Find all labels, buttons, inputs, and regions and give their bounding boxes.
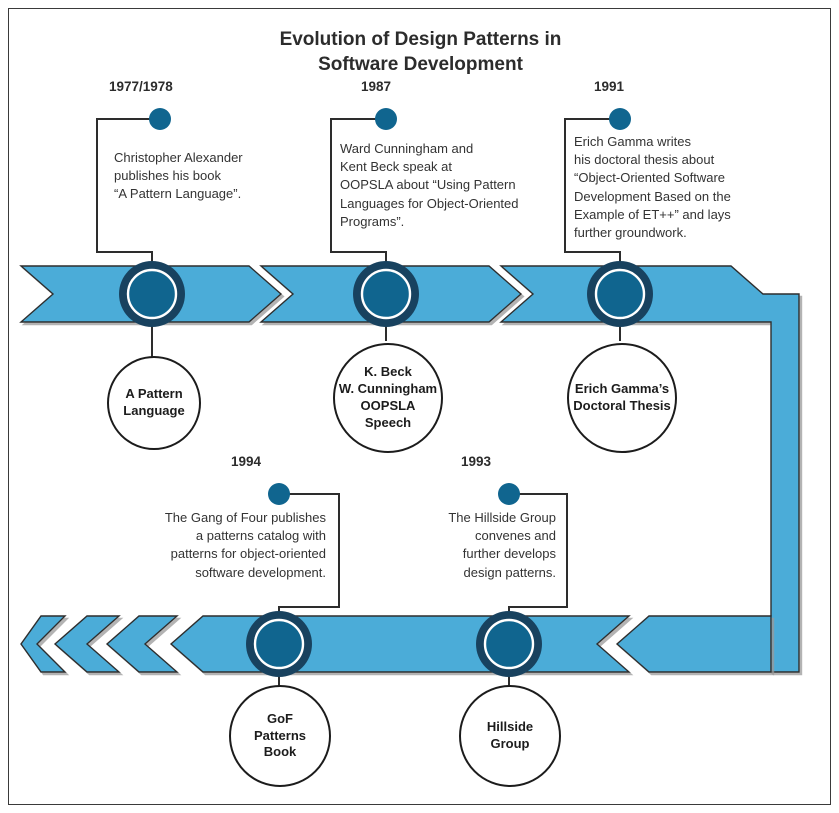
node-label-gof: GoF Patterns Book <box>253 710 307 760</box>
year-dot-gamma <box>609 108 631 130</box>
timeline-marker-oopsla[interactable] <box>353 261 419 327</box>
page-title: Evolution of Design Patterns in Software… <box>279 29 562 76</box>
node-circle-gamma <box>567 343 677 453</box>
diagram-frame: Evolution of Design Patterns in Software… <box>8 8 831 805</box>
node-circle-hillside <box>459 685 561 787</box>
node-label-alexander: A Pattern Language <box>123 386 185 418</box>
year-dot-gof <box>268 483 290 505</box>
timeline-chevron-2 <box>53 615 121 673</box>
timeline-marker-alexander[interactable] <box>119 261 185 327</box>
node-circle-gof <box>229 685 331 787</box>
event-year-hillside: 1993 <box>461 454 492 469</box>
year-dot-alexander <box>149 108 171 130</box>
timeline-chevron-1 <box>105 615 179 673</box>
timeline-bar-segment-3-wrap <box>499 265 800 673</box>
event-year-oopsla: 1987 <box>361 79 392 94</box>
timeline-flow <box>19 108 800 787</box>
event-description-oopsla: Ward Cunningham and Kent Beck speak at O… <box>340 141 519 229</box>
node-label-hillside: Hillside Group <box>486 719 534 751</box>
event-description-gamma: Erich Gamma writes his doctoral thesis a… <box>574 134 731 240</box>
timeline-chevron-3 <box>20 615 67 673</box>
timeline-bar-segment-5 <box>169 615 631 673</box>
event-description-gof: The Gang of Four publishes a patterns ca… <box>164 510 326 580</box>
timeline-marker-hillside[interactable] <box>476 611 542 677</box>
event-description-alexander: Christopher Alexander publishes his book… <box>114 150 243 202</box>
timeline-marker-gof[interactable] <box>246 611 312 677</box>
event-description-hillside: The Hillside Group convenes and further … <box>448 510 556 580</box>
node-circle-alexander <box>107 356 201 450</box>
event-year-gof: 1994 <box>231 454 262 469</box>
node-label-gamma: Erich Gamma’s Doctoral Thesis <box>573 381 671 413</box>
timeline-bar-segment-4 <box>615 615 772 673</box>
year-dot-hillside <box>498 483 520 505</box>
timeline-marker-gamma[interactable] <box>587 261 653 327</box>
event-year-gamma: 1991 <box>594 79 625 94</box>
node-label-oopsla: K. Beck W. Cunningham OOPSLA Speech <box>338 364 438 430</box>
year-dot-oopsla <box>375 108 397 130</box>
event-year-alexander: 1977/1978 <box>109 79 173 94</box>
node-circle-oopsla <box>333 343 443 453</box>
